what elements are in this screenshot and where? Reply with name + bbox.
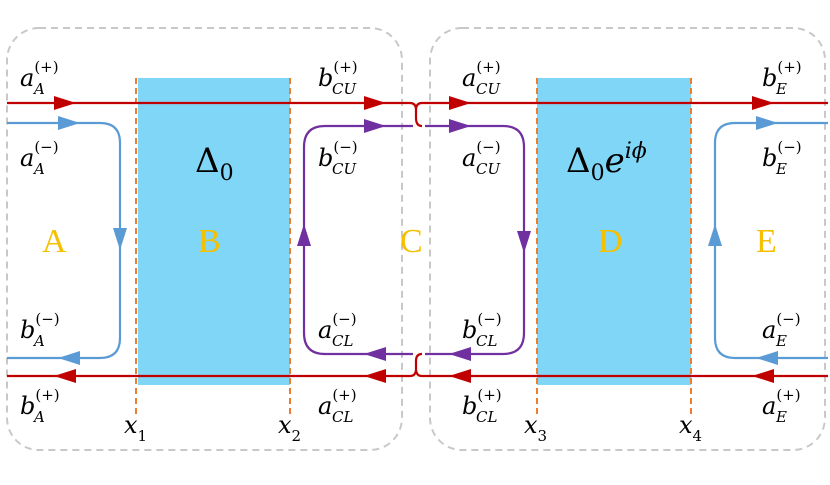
bottom-red-line xyxy=(7,352,828,378)
arrow-blue-bE-minus xyxy=(756,116,778,130)
coef-ae-plus: a(+)E xyxy=(762,386,801,426)
arrow-purple-bCU-minus xyxy=(364,119,386,133)
arrow-purple-bCL-minus xyxy=(449,347,471,361)
barrier-b xyxy=(138,78,290,385)
arrow-red-bE-plus xyxy=(752,96,774,110)
coef-acu-minus: a(−)CU xyxy=(462,138,501,178)
arrow-purple-aCU-minus xyxy=(449,119,471,133)
arrow-blue-aA-minus xyxy=(58,116,80,130)
arrow-red-aCL-plus xyxy=(364,369,386,383)
position-label-x3: x3 xyxy=(524,411,547,445)
coef-ae-minus: a(−)E xyxy=(762,310,801,350)
coef-bcu-minus: b(−)CU xyxy=(318,138,358,178)
coef-ba-plus: b(+)A xyxy=(20,386,60,426)
coef-be-plus: b(+)E xyxy=(762,58,802,98)
arrow-blue-right-up xyxy=(708,224,722,246)
position-label-x1: x1 xyxy=(124,411,147,445)
gap-label-right: Δ0eiϕ xyxy=(566,139,647,186)
coef-aa-minus: a(−)A xyxy=(20,138,59,178)
arrow-red-bCL-plus xyxy=(449,369,471,383)
arrow-red-bA-plus xyxy=(54,369,76,383)
arrow-red-bCU-plus xyxy=(364,96,386,110)
region-label-b: B xyxy=(198,223,221,260)
top-red-line xyxy=(7,101,828,128)
arrow-red-aCU-plus xyxy=(449,96,471,110)
coef-bcu-plus: b(+)CU xyxy=(318,58,358,98)
region-label-c: C xyxy=(400,223,423,260)
arrow-purple-left-up xyxy=(297,224,311,246)
coef-ba-minus: b(−)A xyxy=(20,310,60,350)
coef-acu-plus: a(+)CU xyxy=(462,58,501,98)
coef-aa-plus: a(+)A xyxy=(20,58,59,98)
arrow-blue-aE-minus xyxy=(756,351,778,365)
arrow-blue-bA-minus xyxy=(58,351,80,365)
arrow-purple-aCL-minus xyxy=(364,347,386,361)
position-labels: x1 x2 x3 x4 xyxy=(124,411,702,445)
left-frame xyxy=(6,27,403,451)
coef-acl-plus: a(+)CL xyxy=(318,386,357,426)
coef-bcl-plus: b(+)CL xyxy=(462,386,502,426)
region-label-d: D xyxy=(598,223,623,260)
region-label-e: E xyxy=(756,223,777,260)
arrow-red-aA-plus xyxy=(54,96,76,110)
position-label-x4: x4 xyxy=(679,411,702,445)
arrow-purple-right-down xyxy=(517,231,531,253)
coef-acl-minus: a(−)CL xyxy=(318,310,357,350)
gap-label-left: Δ0 xyxy=(195,141,234,186)
arrow-red-aE-plus xyxy=(752,369,774,383)
region-label-a: A xyxy=(42,223,67,260)
arrow-blue-left-down xyxy=(113,228,127,250)
position-label-x2: x2 xyxy=(278,411,301,445)
right-frame xyxy=(429,27,826,451)
coefficient-labels: a(+)A a(−)A b(−)A b(+)A b(+)CU b(−)CU a(−)CL a(… xyxy=(20,58,802,426)
barrier-d xyxy=(537,78,691,385)
coef-bcl-minus: b(−)CL xyxy=(462,310,502,350)
coef-be-minus: b(−)E xyxy=(762,138,802,178)
